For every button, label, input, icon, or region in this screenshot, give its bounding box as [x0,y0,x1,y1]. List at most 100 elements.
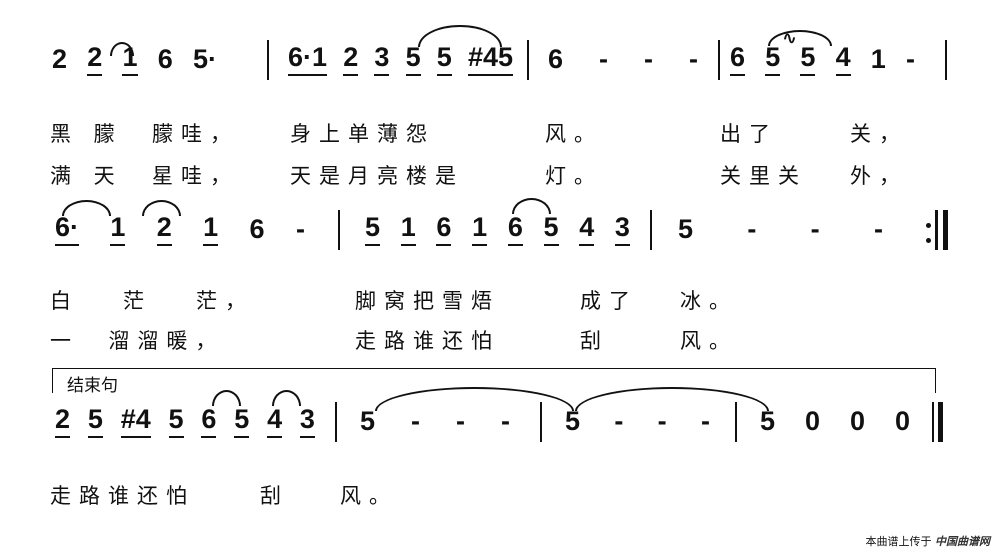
note: #4 [120,404,151,438]
repeat-dot [926,238,931,243]
lyric-segment: 关， [850,122,908,146]
repeat-dot [926,223,931,228]
note: 1 [400,212,416,246]
lyric-segment: 冰。 [680,289,738,313]
barline [338,210,340,250]
note: 5 [565,406,581,436]
note-extension: - [644,44,653,74]
ending-label: 结束句 [67,376,118,396]
note: 3 [299,404,315,438]
note: 2 [343,42,359,76]
barline [945,40,947,80]
note-extension: - [747,214,757,244]
note-extension: - [500,406,510,436]
barline [540,402,542,442]
measure: 5--- [678,212,883,246]
lyric-segment: 刮 [260,484,289,508]
lyric-segment: 风。 [340,484,398,508]
lyric-segment: 身上单薄怨 [290,122,435,146]
note: 4 [835,42,851,76]
note: 6·1 [288,42,328,76]
note: 2 [55,404,71,438]
note: 5 [87,404,103,438]
note: 6 [201,404,217,438]
note-extension: - [688,44,698,74]
note: 3 [614,212,630,246]
measure: 5 - - - [360,404,510,438]
note-extension: - [295,214,305,244]
ending-bracket: 结束句 [52,368,936,396]
note-extension: - [456,406,465,436]
measure: 6--- [548,42,698,76]
barline [527,40,529,80]
note: 5 [678,214,694,244]
note: 5· [192,44,217,74]
slur-mark [418,25,502,47]
measure: 5--- [565,404,710,438]
note: 5 [168,404,184,438]
note: 5 [405,42,421,76]
note: 2 [87,42,103,76]
barline [650,210,652,250]
note: 1 [472,212,488,246]
note: 0 [849,406,865,436]
lyric-segment: 走路谁还怕 [50,484,195,508]
barline-final [943,210,948,250]
lyric-segment: 出了 [720,122,778,146]
barline [718,40,720,80]
note: 2 [156,212,172,246]
note: 4 [579,212,595,246]
barline [335,402,337,442]
note: 5 [765,42,781,76]
barline [267,40,269,80]
lyric-segment: 走路谁还怕 [355,329,500,353]
slur-mark [62,200,111,216]
note: 5 [800,42,816,76]
note: 6 [436,212,452,246]
note: 5 [436,42,452,76]
lyric-segment: 天是月亮楼是 [290,164,464,188]
note: 5 [360,406,376,436]
lyric-segment: 关里关 [720,164,807,188]
note: 6 [157,44,173,74]
lyric-segment: 白 茫 茫， [50,289,255,313]
lyric-segment: 灯。 [545,164,603,188]
note: 2 [52,44,68,74]
note: 1 [110,212,126,246]
note: 0 [804,406,821,436]
note: 1 [203,212,219,246]
lyric-segment: 满 天 星哇， [50,164,240,188]
note-extension: - [657,406,667,436]
note: 6 [730,42,746,76]
slur-mark [142,200,181,216]
barline-final [932,402,934,442]
note-extension: - [700,406,710,436]
note-extension: - [810,214,820,244]
note: 5 [365,212,381,246]
lyric-segment: 黑 朦 朦哇， [50,122,240,146]
note: 6 [548,44,564,74]
slur-mark [512,198,551,214]
lyric-segment: 风。 [680,329,738,353]
note: 4 [267,404,283,438]
note-extension: - [411,406,421,436]
note: 1 [870,44,886,74]
note: 6· [55,212,80,246]
trill-icon: ∿ [782,28,798,49]
lyric-segment: 风。 [545,122,603,146]
note: 0 [894,406,910,436]
note: 5 [543,212,559,246]
lyric-segment: 成了 [580,289,638,313]
note: 6 [507,212,523,246]
lyric-segment: 外， [850,164,908,188]
note: 6 [249,214,265,244]
note: 5 [234,404,250,438]
slur-mark [768,30,832,46]
